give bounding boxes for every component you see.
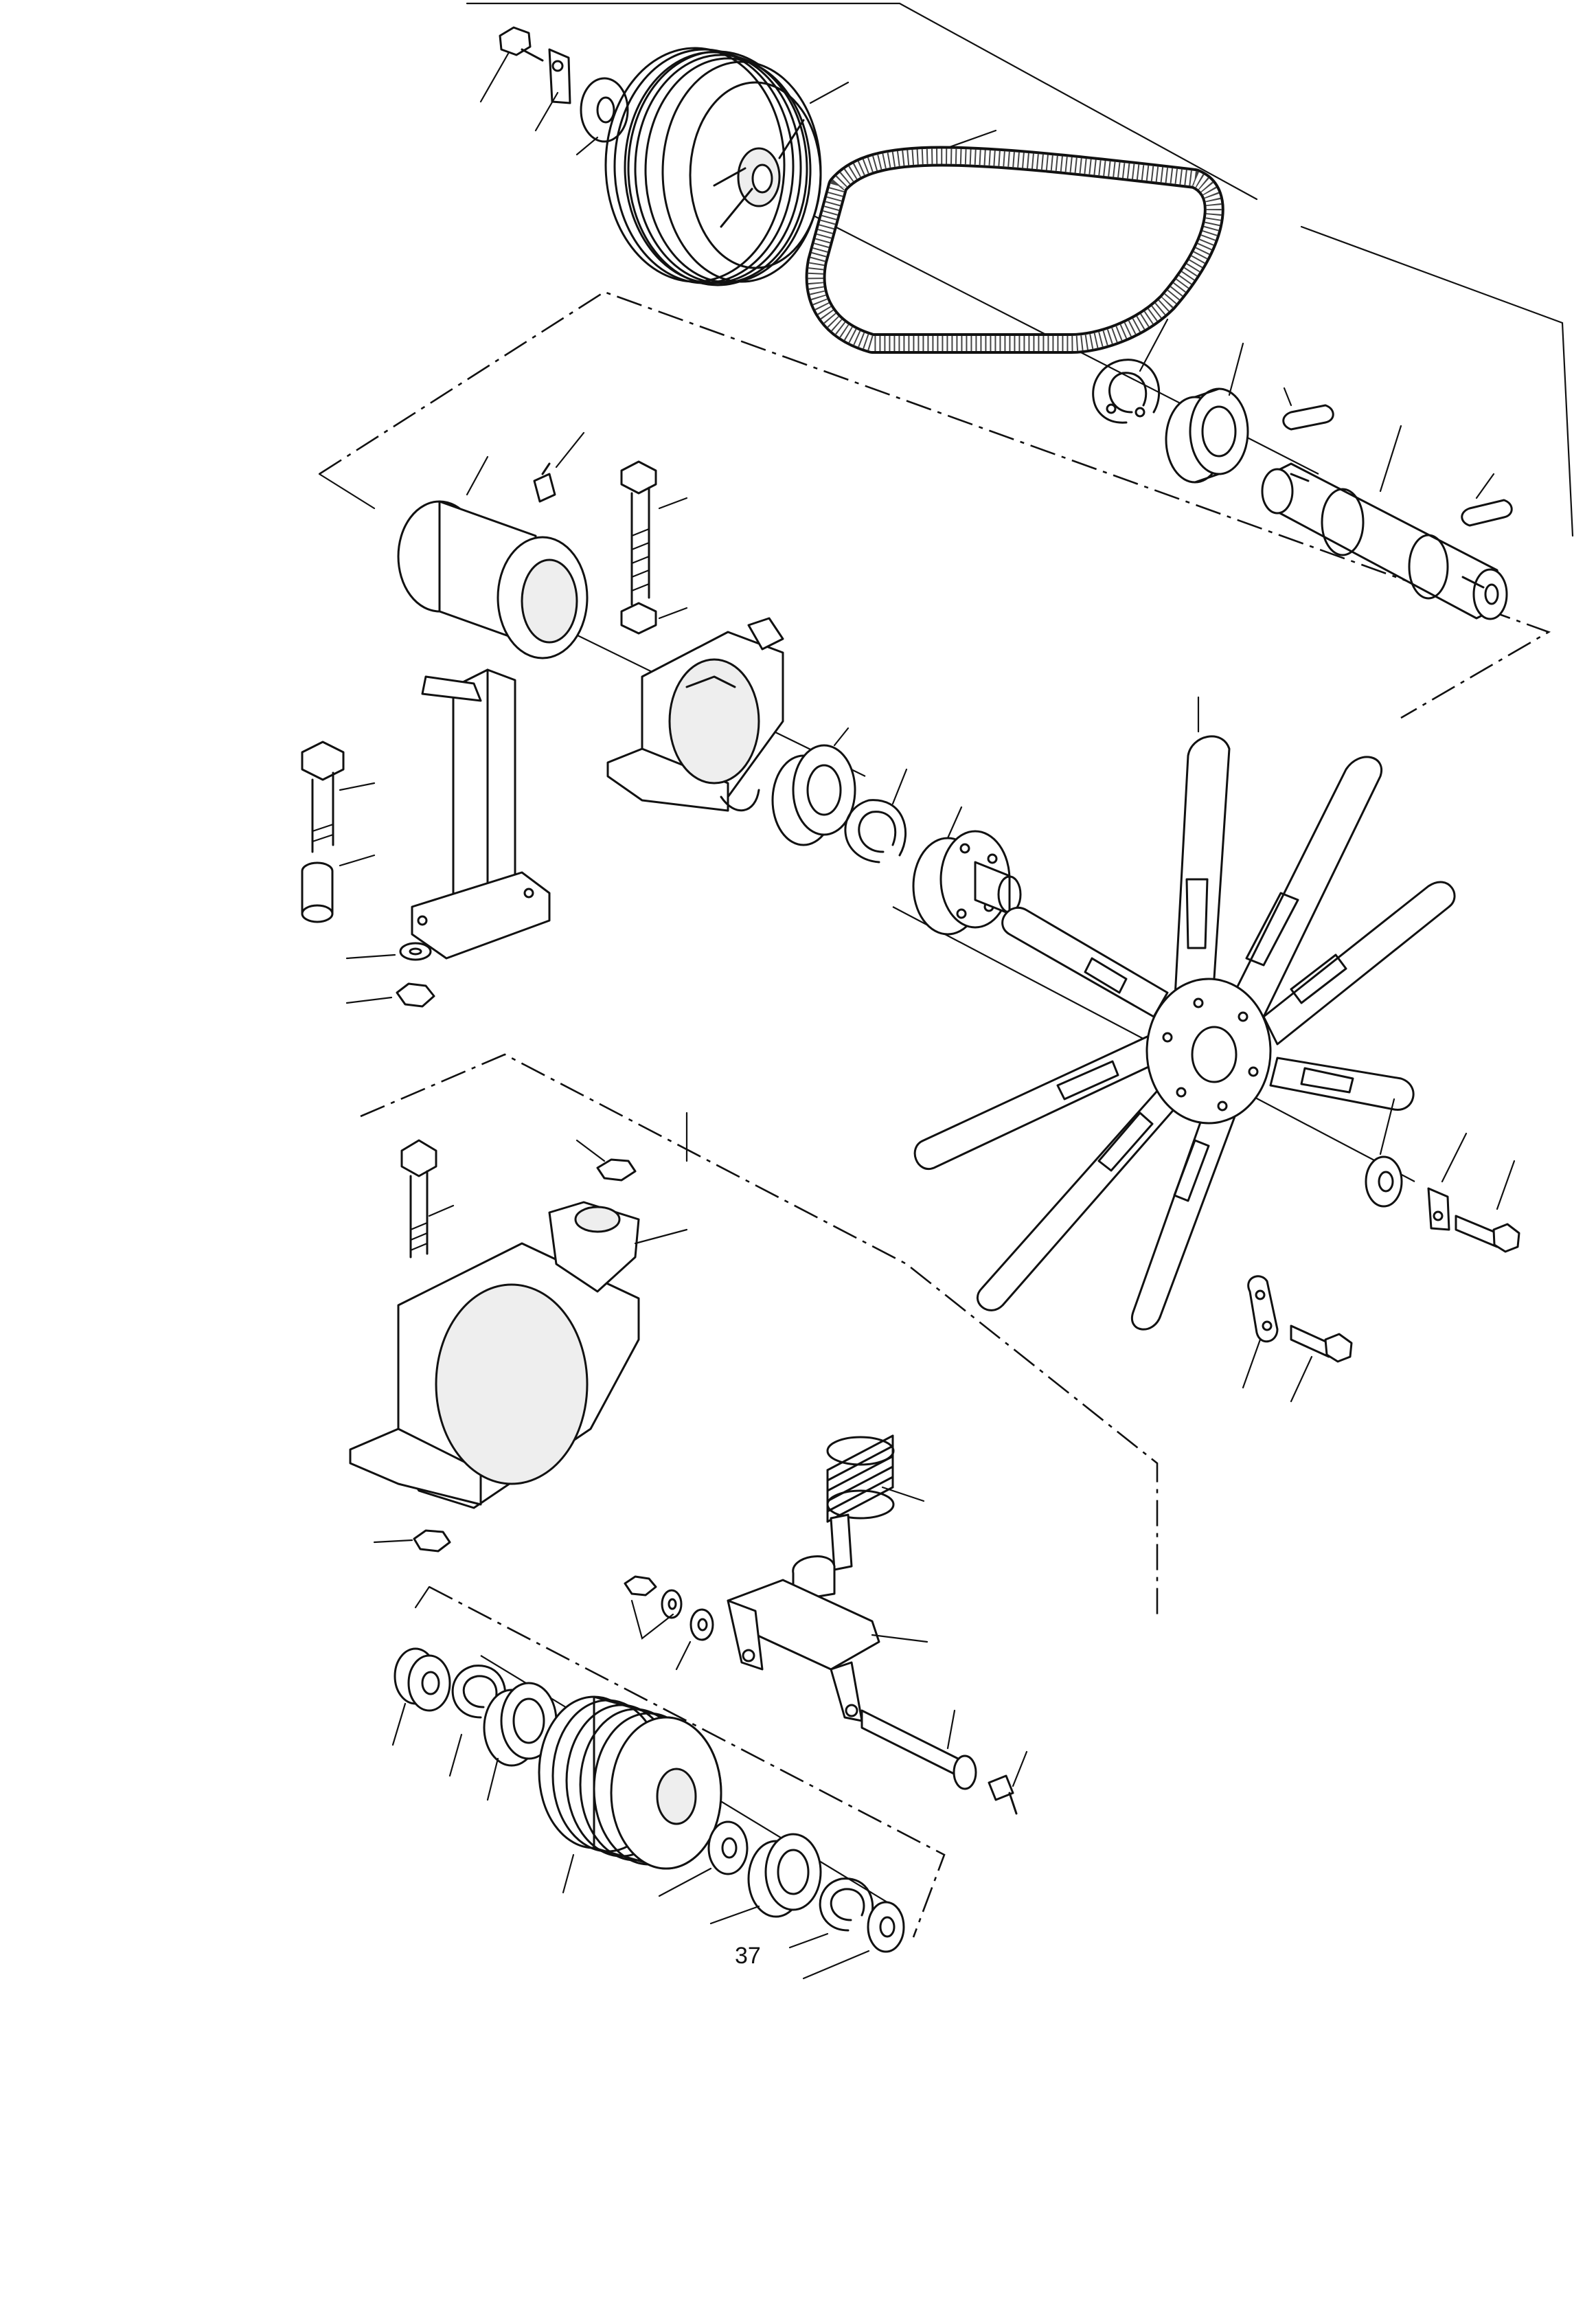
- guard-bracket-plate: [1242, 1275, 1279, 1389]
- top-bolt: [479, 26, 544, 103]
- lower-bottom-nut: [373, 1529, 451, 1553]
- idler-bearing-left: [483, 1682, 558, 1801]
- pedestal-washer: [345, 942, 432, 961]
- retaining-ring-upper: [1092, 318, 1169, 424]
- top-washer: [575, 77, 629, 156]
- support-pedestal: [411, 668, 551, 960]
- idler-spacer-left: [391, 1647, 451, 1746]
- idler-spacer-right: [658, 1820, 749, 1897]
- pedestal-bolt: [301, 741, 376, 853]
- fan-hub: [1145, 978, 1272, 1125]
- bearing-upper: [1165, 342, 1249, 484]
- pedestal-spacer: [301, 854, 376, 923]
- fan-drive-pulley: [604, 47, 850, 286]
- tensioner-housing: [349, 1201, 688, 1509]
- idler-bearing-right: [709, 1833, 822, 1925]
- nut-upper: [620, 602, 688, 635]
- shaft-key-left: [1282, 387, 1334, 431]
- bearing-housing-block: [606, 617, 784, 812]
- hub-flange: [912, 806, 1022, 936]
- fan-blades: [913, 696, 1456, 1331]
- arm-washer: [630, 1599, 714, 1671]
- bearing-sleeve: [397, 455, 589, 659]
- v-belt: [805, 129, 1224, 354]
- pivot-grease-nipple: [988, 1750, 1028, 1815]
- guard-bracket-bolt: [1290, 1324, 1353, 1403]
- lower-nut: [575, 1139, 637, 1182]
- arm-lock-washer: [661, 1589, 683, 1619]
- callout-item-37: 37: [735, 1943, 761, 1969]
- pedestal-nut: [345, 982, 435, 1008]
- grease-nipple: [533, 431, 585, 503]
- pivot-pin: [860, 1709, 977, 1790]
- idler-ring-right: [788, 1877, 874, 1949]
- idler-pulley: [538, 1695, 722, 1894]
- fan-shaft: [1261, 425, 1508, 620]
- bearing-middle: [771, 727, 856, 846]
- idler-ring-left: [448, 1665, 507, 1777]
- idler-spacer-end: [802, 1901, 905, 1980]
- fan-bolt: [1455, 1160, 1520, 1253]
- tensioner-arm: [727, 1555, 928, 1722]
- tension-rod: [830, 1513, 853, 1571]
- fan-lock-plate: [1427, 1132, 1468, 1231]
- arm-nut: [624, 1575, 657, 1596]
- lower-long-bolt: [400, 1139, 455, 1259]
- tensioner-spring: [826, 1434, 925, 1523]
- shaft-key-right: [1461, 473, 1513, 527]
- retaining-ring-middle: [844, 768, 908, 864]
- group-boundary-lines: [318, 2, 1574, 1938]
- long-bolt-upper: [620, 460, 688, 606]
- fan-washer: [1365, 1098, 1403, 1208]
- top-lock-plate: [534, 48, 571, 132]
